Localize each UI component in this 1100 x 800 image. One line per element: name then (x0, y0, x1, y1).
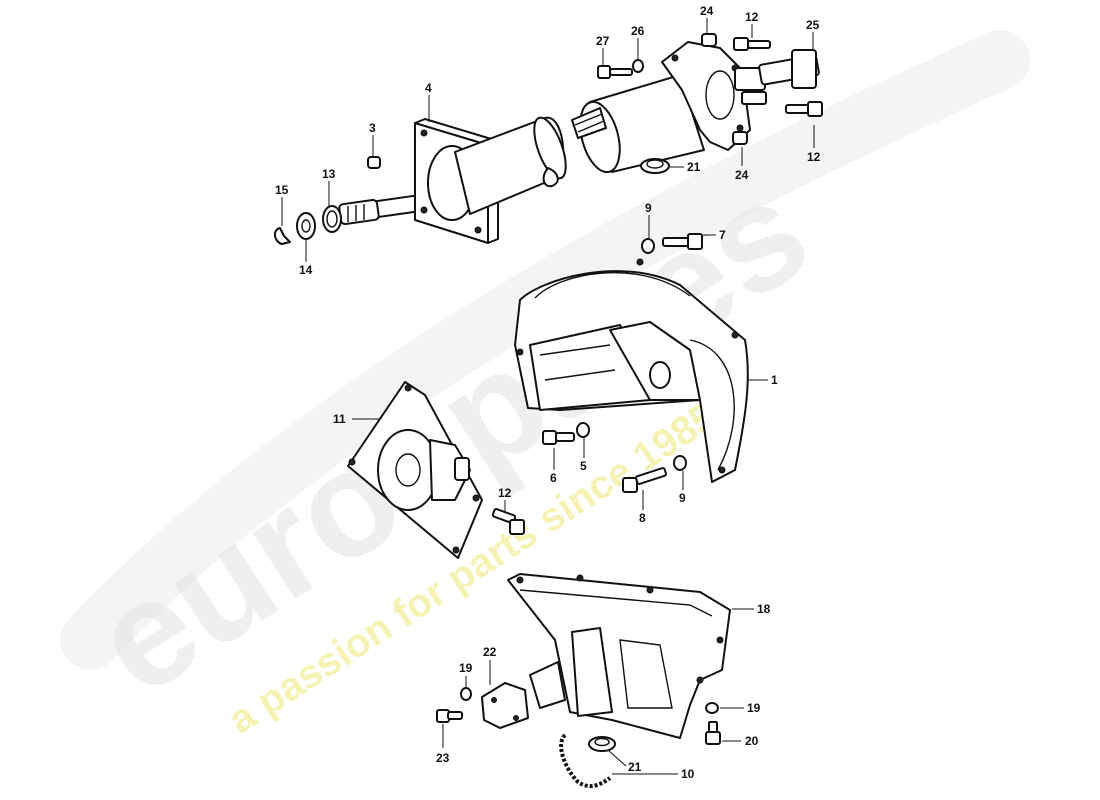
solenoid-bracket (734, 49, 820, 105)
callout-20: 20 (745, 734, 759, 748)
bolt-27 (597, 65, 633, 79)
nut-21-bottom (588, 736, 616, 752)
bolt-23 (436, 709, 463, 723)
callout-9: 9 (679, 491, 686, 505)
gasket-10 (559, 733, 612, 789)
callout-1: 1 (771, 373, 778, 387)
callout-14: 14 (299, 263, 313, 277)
washer-9-top (641, 238, 655, 254)
callout-21: 21 (628, 760, 642, 774)
bolt-7 (662, 233, 703, 250)
callout-11: 11 (333, 412, 346, 426)
callout-21: 21 (687, 160, 701, 174)
cover-plate-22 (481, 682, 529, 729)
callout-10: 10 (681, 767, 695, 781)
washer-14 (296, 212, 316, 240)
tube-housing (454, 116, 567, 215)
plug-20 (705, 721, 721, 745)
drive-shaft (338, 193, 427, 226)
callout-3: 3 (369, 121, 376, 135)
bolt-12-right (785, 101, 823, 117)
sleeve-24-bottom (732, 131, 748, 145)
callout-24: 24 (735, 168, 749, 182)
bolt-6 (542, 430, 575, 445)
washer-19-left (460, 687, 472, 701)
bell-housing (514, 258, 749, 483)
bolt-12-flex (491, 508, 525, 535)
callout-22: 22 (483, 645, 497, 659)
sleeve-3 (367, 156, 381, 169)
washer-9-bottom (673, 455, 687, 471)
callout-5: 5 (580, 459, 587, 473)
starter-motor (571, 74, 705, 174)
callout-7: 7 (719, 228, 726, 242)
callout-6: 6 (550, 471, 557, 485)
callout-9: 9 (645, 201, 652, 215)
callout-8: 8 (639, 511, 646, 525)
callout-25: 25 (806, 18, 820, 32)
callout-18: 18 (757, 602, 771, 616)
washer-5 (576, 422, 590, 438)
gasket-22 (529, 661, 566, 709)
callout-19: 19 (459, 661, 473, 675)
callout-19: 19 (747, 701, 761, 715)
washer-26 (632, 59, 644, 73)
clip-15 (274, 227, 291, 245)
callout-12: 12 (498, 486, 512, 500)
leader-lines (281, 18, 815, 775)
callout-27: 27 (596, 34, 610, 48)
seal-13 (322, 205, 342, 233)
callout-15: 15 (275, 183, 289, 197)
callout-24: 24 (700, 4, 714, 18)
bolt-8 (622, 467, 667, 493)
callout-labels: 27 26 24 12 25 4 3 12 21 24 15 13 14 9 7… (275, 4, 821, 781)
callout-12: 12 (807, 150, 821, 164)
callout-12: 12 (745, 10, 759, 24)
callout-23: 23 (436, 751, 450, 765)
callout-4: 4 (425, 81, 432, 95)
oil-pan (507, 573, 731, 739)
washer-19-right (705, 702, 719, 714)
callout-13: 13 (322, 167, 336, 181)
flex-plate (347, 381, 483, 559)
sleeve-24-top (701, 33, 717, 47)
callout-26: 26 (631, 24, 645, 38)
nut-21-top (640, 158, 670, 174)
bolt-12-top (733, 37, 771, 51)
